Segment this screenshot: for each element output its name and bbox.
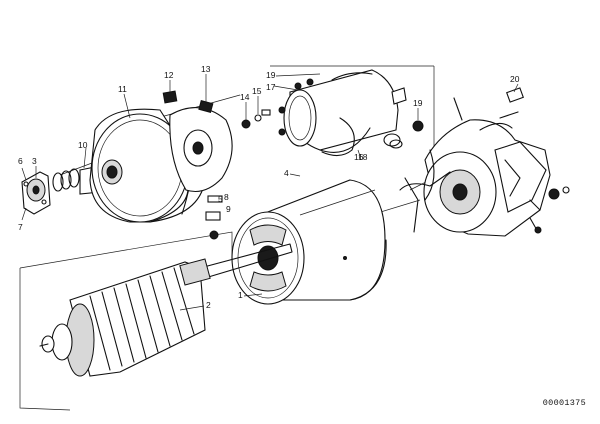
pole-housing [231, 179, 387, 305]
diagram-reference-number: 00001375 [542, 398, 586, 408]
bolts-and-nuts [453, 87, 570, 234]
brush-plate-assembly [162, 90, 233, 240]
callout-19-top: 19 [266, 70, 276, 80]
callout-8: 8 [224, 192, 229, 202]
callout-20: 20 [510, 74, 520, 84]
callout-10: 10 [78, 140, 88, 150]
callout-15: 15 [252, 86, 262, 96]
callout-3: 3 [32, 156, 37, 166]
callout-2: 2 [206, 300, 211, 310]
gasket-rings [383, 120, 424, 149]
callout-16: 16 [354, 152, 364, 162]
armature [39, 243, 293, 377]
callout-9: 9 [226, 204, 231, 214]
end-cap-bearing-cover [21, 171, 51, 215]
callout-13: 13 [201, 64, 211, 74]
drive-end-housing [423, 119, 551, 237]
engaging-lever [399, 149, 451, 233]
callout-1: 1 [238, 290, 243, 300]
armature-windings [89, 267, 195, 371]
callout-labels: 1 2 3 4 5 6 7 8 9 10 11 12 13 14 15 16 1… [18, 64, 520, 310]
callout-7: 7 [18, 222, 23, 232]
callout-11: 11 [118, 84, 127, 94]
solenoid-switch [278, 69, 407, 153]
leader-lines [21, 73, 519, 311]
callout-18: 18 [358, 152, 368, 162]
callout-17: 17 [266, 82, 276, 92]
callout-19-right: 19 [413, 98, 423, 108]
callout-5: 5 [218, 194, 223, 204]
callout-4: 4 [284, 168, 289, 178]
callout-6: 6 [18, 156, 23, 166]
spring-clip [321, 117, 355, 157]
callout-12: 12 [164, 70, 174, 80]
callout-14: 14 [240, 92, 250, 102]
